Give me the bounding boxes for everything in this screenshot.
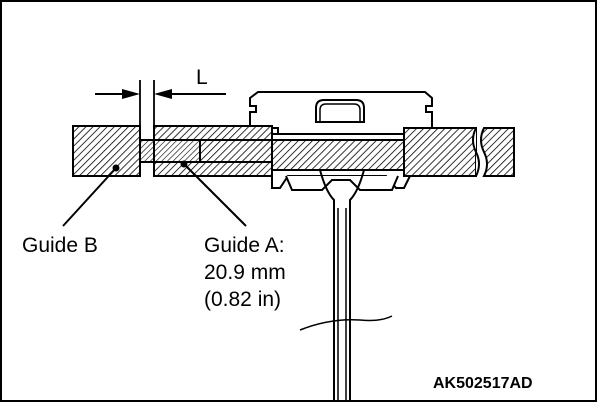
pin-bore-section	[271, 139, 409, 171]
guide-a-length-in: (0.82 in)	[204, 288, 281, 311]
dimension-l-marker	[95, 80, 226, 140]
guide-b-leader	[62, 167, 117, 227]
guide-a-leader	[183, 163, 247, 227]
guide-a	[139, 125, 273, 177]
guide-a-leader-dot	[180, 160, 188, 168]
figure-code: AK502517AD	[433, 375, 533, 392]
guide-a-length-mm: 20.9 mm	[204, 261, 286, 284]
guide-a-label: Guide A:	[204, 234, 285, 257]
guide-b-leader-dot	[112, 164, 120, 172]
guide-b-label: Guide B	[22, 234, 98, 257]
dimension-l-label: L	[196, 66, 208, 89]
connecting-rod	[299, 169, 393, 402]
pin-right-extension	[403, 127, 515, 177]
guide-b-block	[72, 125, 141, 177]
